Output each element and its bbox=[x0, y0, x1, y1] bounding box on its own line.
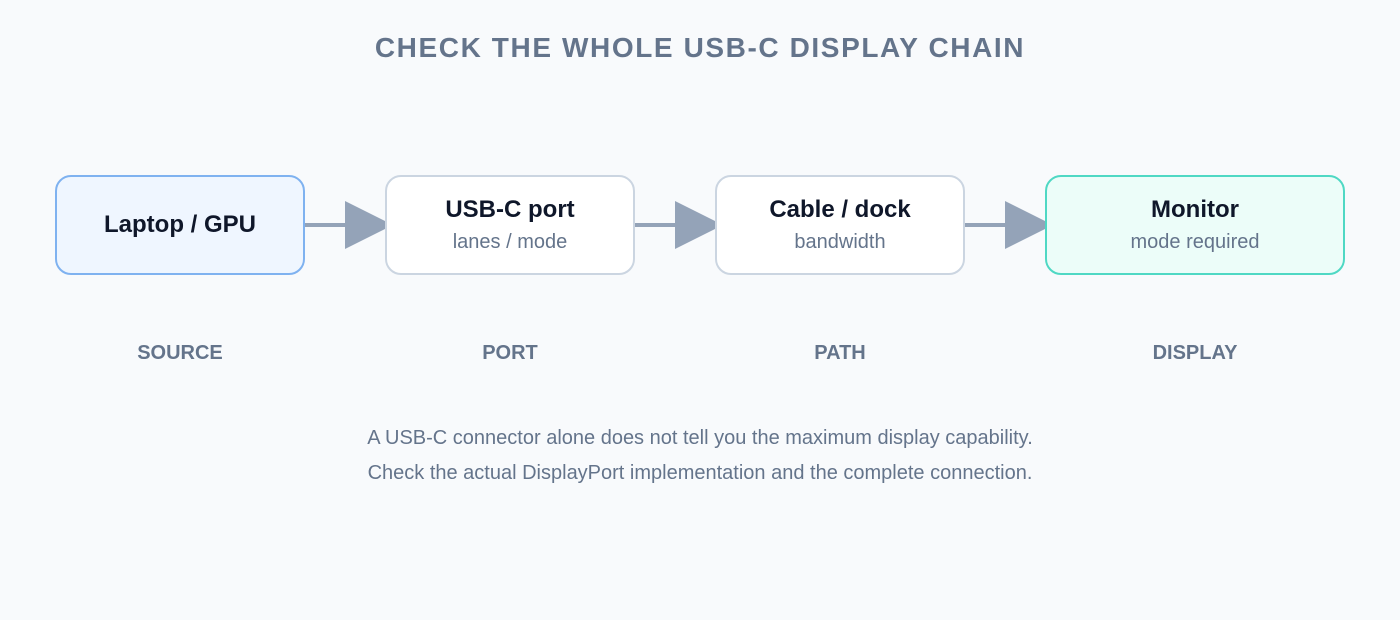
node-subtitle: lanes / mode bbox=[452, 231, 568, 253]
node-subtitle: mode required bbox=[1130, 231, 1260, 253]
node-usb-c-port: USB-C port lanes / mode bbox=[385, 175, 635, 275]
arrow-source-to-port bbox=[305, 201, 393, 249]
node-title: USB-C port bbox=[445, 196, 575, 223]
stage-label-port: PORT bbox=[482, 342, 538, 364]
node-laptop-gpu: Laptop / GPU bbox=[55, 175, 305, 275]
diagram-title: CHECK THE WHOLE USB-C DISPLAY CHAIN bbox=[374, 32, 1026, 63]
stage-label-source: SOURCE bbox=[137, 342, 223, 364]
stage-label-display: DISPLAY bbox=[1152, 342, 1238, 364]
node-monitor: Monitor mode required bbox=[1045, 175, 1345, 275]
node-subtitle: bandwidth bbox=[794, 231, 886, 253]
node-cable-dock: Cable / dock bandwidth bbox=[715, 175, 965, 275]
node-title: Cable / dock bbox=[769, 196, 911, 223]
arrow-path-to-display bbox=[965, 201, 1053, 249]
arrow-port-to-path bbox=[635, 201, 723, 249]
node-title: Monitor bbox=[1151, 196, 1239, 223]
footnote-line-1: A USB-C connector alone does not tell yo… bbox=[367, 427, 1033, 449]
stage-label-path: PATH bbox=[814, 342, 866, 364]
node-title: Laptop / GPU bbox=[104, 211, 256, 238]
footnote-line-2: Check the actual DisplayPort implementat… bbox=[367, 462, 1033, 484]
